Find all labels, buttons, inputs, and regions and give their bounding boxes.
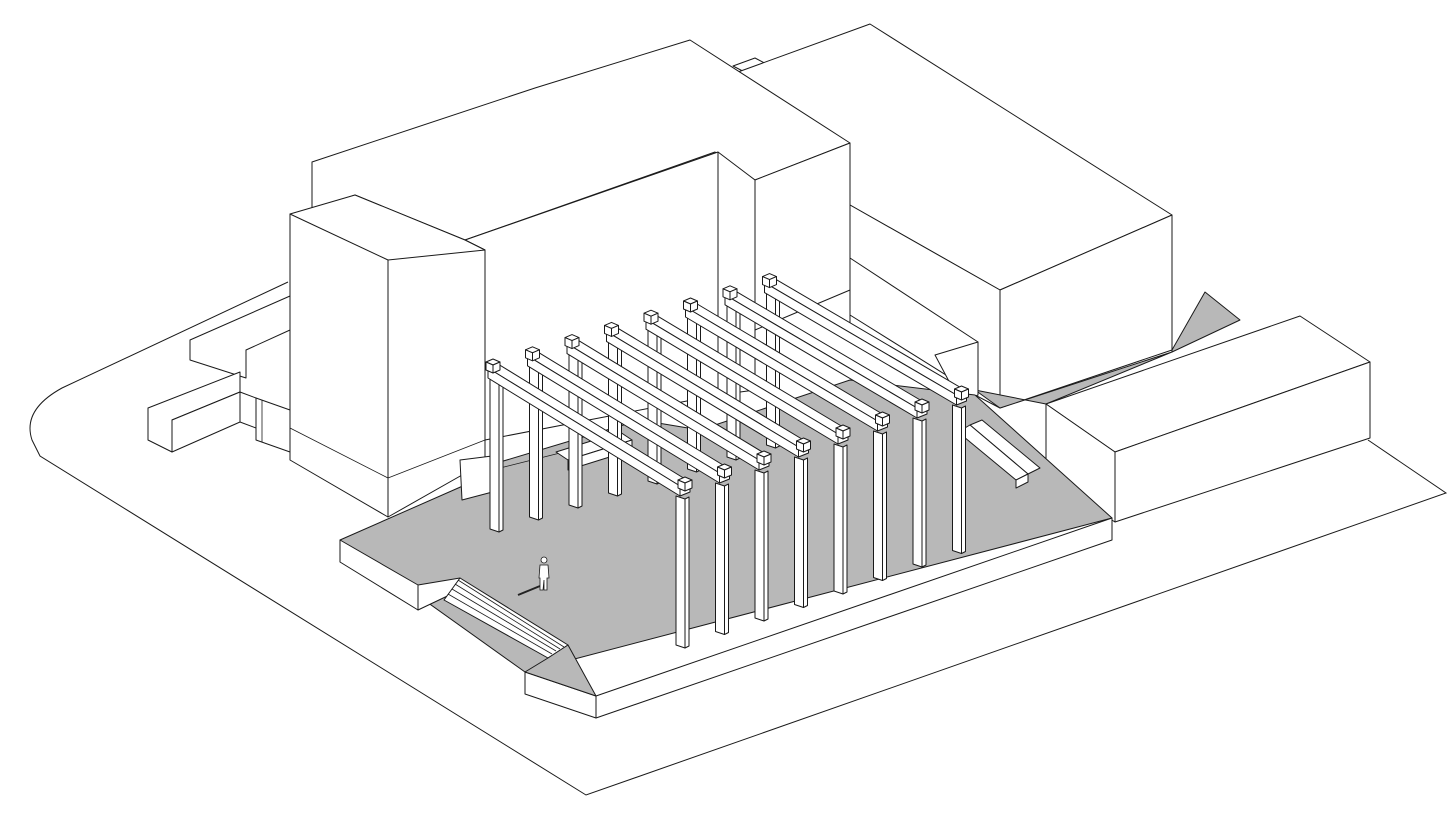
low-wall-step [239,391,257,429]
pergola-front-cap-side-6 [882,414,890,427]
human-figure [517,556,550,596]
figure-body [538,564,550,591]
pergola-front-column-4 [794,456,804,608]
pergola-back-cap-side-8 [769,276,777,289]
pergola-front-column-3 [754,469,765,622]
pergola-frame-1 [485,358,693,649]
pergola-back-column-1 [489,375,500,533]
stair-tread-3 [454,583,561,650]
tower-base-line-left [289,427,389,479]
pergola-back-cap-side-1 [492,361,501,374]
pergola-front-column-5 [833,443,844,595]
side-yard-paving [974,351,1173,409]
site-boundary [29,281,1448,796]
pergola-front-column-side-8 [961,405,966,554]
pergola-front-column-side-5 [842,444,848,595]
building-front-right-side-face [1045,403,1116,523]
pergola-back-column-side-1 [498,376,504,533]
pergola-back-cap-side-5 [650,312,659,325]
pergola-front-cap-side-4 [803,440,811,453]
pergola-front-cap-side-2 [724,466,732,479]
bench-right [957,419,1041,489]
pergola-front-column-7 [912,417,923,568]
pergola-front-cap-side-5 [842,427,851,440]
pergola-front-column-side-2 [724,483,729,635]
pergola-back-cap-side-2 [532,349,540,362]
bench-right-face [1015,473,1029,489]
pergola-front-column-1 [675,495,686,649]
pergola-frame-8 [762,273,969,554]
stairs [443,577,597,697]
low-wall-upper [189,295,291,379]
pergola-front-column-side-6 [882,431,887,581]
pergola-front-cap-side-8 [961,388,969,401]
pergola [485,273,969,649]
pergola-back-cap-side-3 [571,337,580,350]
tower-left-face [289,213,389,518]
pergola-back-column-side-2 [538,364,543,521]
pergola-front-column-8 [952,404,962,554]
low-wall-stub [255,397,291,453]
pergola-front-cap-side-1 [684,479,693,492]
stair-landing [524,644,597,697]
figure-shadow [517,585,541,596]
stair-tread-1 [447,593,553,655]
pergola-front-cap-side-3 [763,453,772,466]
pergola-front-column-side-7 [921,418,927,568]
figure-head [540,556,548,564]
pergola-back-cap-side-7 [729,288,738,301]
pergola-front-column-2 [715,482,725,635]
pergola-front-column-side-3 [763,470,769,622]
stair-tread-2 [451,588,557,652]
pergola-front-column-6 [873,430,883,581]
building-front-right [1045,315,1371,523]
pergola-front-cap-side-7 [921,401,930,414]
pergola-front-column-side-4 [803,457,808,608]
pergola-back-cap-side-4 [611,324,619,337]
pergola-back-cap-side-6 [690,300,698,313]
pergola-front-column-side-1 [684,496,690,649]
pergola-frame-6 [683,297,890,581]
building-main [289,39,979,518]
site-outline [29,281,1448,796]
tower-base-line [387,439,486,479]
back-yard-paving [1171,291,1241,353]
pergola-frame-2 [525,346,732,635]
stair-tread-4 [457,579,565,648]
left-low-walls [147,295,291,453]
